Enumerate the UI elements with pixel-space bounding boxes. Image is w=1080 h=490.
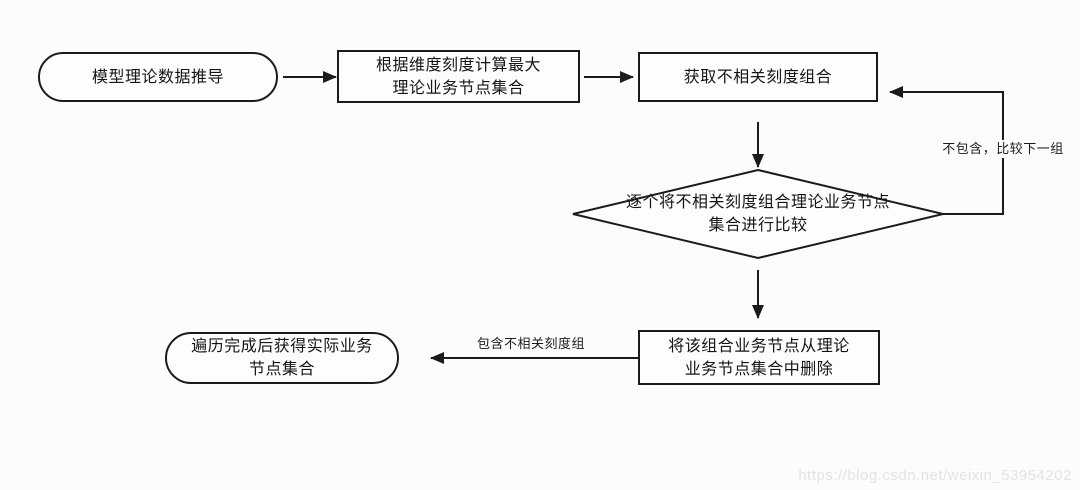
node-result-terminator: 遍历完成后获得实际业务 节点集合 — [165, 332, 399, 384]
node-delete-process: 将该组合业务节点从理论 业务节点集合中删除 — [638, 330, 880, 385]
node-delete-label-line1: 将该组合业务节点从理论 — [668, 337, 850, 355]
node-compare-label-line1: 逐个将不相关刻度组合理论业务节点 — [625, 194, 890, 211]
watermark-url: https://blog.csdn.net/weixin_53954202 — [798, 467, 1072, 484]
node-calc-label-line2: 理论业务节点集合 — [392, 79, 525, 97]
node-compare-decision: 逐个将不相关刻度组合理论业务节点 集合进行比较 — [573, 170, 943, 258]
node-start-label: 模型理论数据推导 — [91, 68, 224, 86]
node-delete-label-line2: 业务节点集合中删除 — [684, 360, 834, 378]
node-result-label-line1: 遍历完成后获得实际业务 — [191, 338, 373, 355]
node-compare-label-line2: 集合进行比较 — [708, 217, 808, 234]
node-get-process: 获取不相关刻度组合 — [638, 52, 878, 102]
node-calc-label-line1: 根据维度刻度计算最大 — [375, 56, 541, 74]
node-start-terminator: 模型理论数据推导 — [38, 52, 278, 102]
edge-label-not-contains: 不包含，比较下一组 — [936, 140, 1070, 158]
node-get-label: 获取不相关刻度组合 — [683, 68, 833, 86]
edge-label-contains: 包含不相关刻度组 — [476, 336, 585, 351]
decision-diamond-shape — [572, 168, 944, 260]
node-result-label-line2: 节点集合 — [248, 361, 315, 378]
node-calc-process: 根据维度刻度计算最大 理论业务节点集合 — [337, 50, 580, 103]
